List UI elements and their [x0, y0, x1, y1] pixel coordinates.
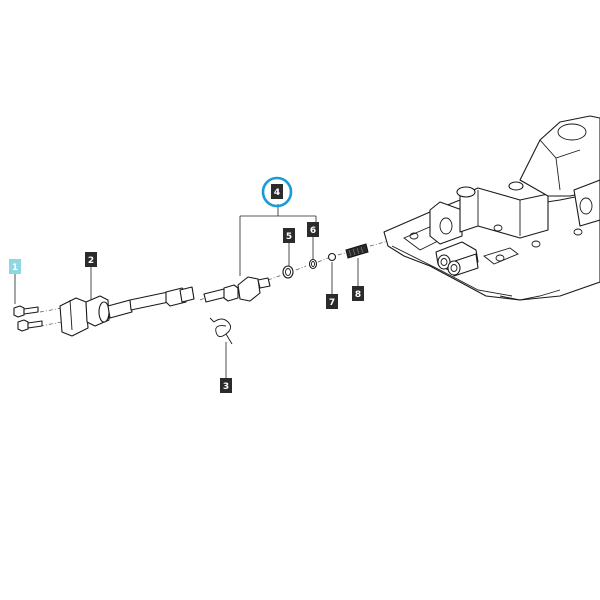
leader-lines	[14, 204, 359, 378]
callout-box[interactable]	[283, 228, 295, 243]
part-4-plunger[interactable]	[203, 276, 271, 303]
callout-6[interactable]: 6	[307, 222, 319, 237]
callout-box[interactable]	[352, 286, 364, 301]
part-2-handle-assembly[interactable]	[59, 286, 195, 337]
part-5-o-ring[interactable]	[282, 265, 294, 279]
callout-number: 2	[88, 256, 94, 266]
callout-number: 1	[12, 263, 18, 273]
callout-number: 8	[355, 290, 361, 300]
callout-3[interactable]: 3	[220, 378, 232, 393]
lift-housing	[383, 115, 600, 301]
callout-box[interactable]	[85, 252, 97, 267]
callout-labels: 1 2 3 4 5 6 7 8	[9, 184, 364, 393]
callout-number: 7	[329, 298, 335, 308]
highlight-ring	[261, 176, 293, 208]
callout-1[interactable]: 1	[9, 259, 21, 274]
callout-box[interactable]	[307, 222, 319, 237]
callout-4[interactable]: 4	[271, 184, 283, 199]
callout-number: 4	[274, 188, 280, 198]
part-6-ring[interactable]	[308, 258, 318, 270]
callout-box[interactable]	[326, 294, 338, 309]
part-8-spring[interactable]	[345, 243, 369, 259]
assembly-axis-lines	[39, 239, 393, 327]
callout-7[interactable]: 7	[326, 294, 338, 309]
callout-box[interactable]	[220, 378, 232, 393]
part-3-spring-clip[interactable]	[209, 317, 233, 345]
callout-box[interactable]	[9, 259, 21, 274]
callout-number: 6	[310, 226, 316, 236]
callout-5[interactable]: 5	[283, 228, 295, 243]
callout-8[interactable]: 8	[352, 286, 364, 301]
part-1-bolts[interactable]	[13, 305, 43, 332]
callout-box[interactable]	[271, 184, 283, 199]
callout-number: 3	[223, 382, 229, 392]
callout-number: 5	[286, 232, 292, 242]
callout-2[interactable]: 2	[85, 252, 97, 267]
part-7-ball[interactable]	[327, 252, 337, 262]
